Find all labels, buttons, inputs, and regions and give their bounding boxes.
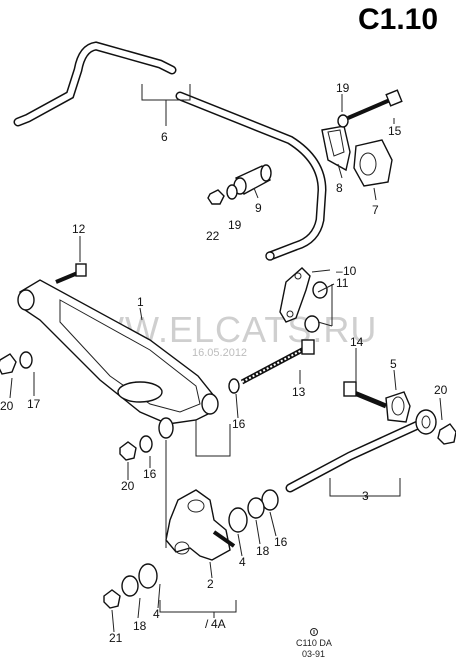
label-5[interactable]: 5 <box>390 357 397 371</box>
label-2[interactable]: 2 <box>207 577 214 591</box>
bolt-13 <box>240 339 315 385</box>
label-20-left[interactable]: 20 <box>0 399 14 413</box>
nut-20-middle <box>119 441 137 461</box>
label-10-dash: – <box>336 264 343 278</box>
label-22[interactable]: 22 <box>206 229 220 243</box>
washer-19-lower <box>226 184 238 200</box>
label-12[interactable]: 12 <box>72 222 86 236</box>
label-20-middle[interactable]: 20 <box>121 479 135 493</box>
knuckle-2 <box>165 489 236 561</box>
washer-16-middle <box>139 435 153 453</box>
watermark-date: 16.05.2012 <box>192 347 247 359</box>
bush-4-lower <box>138 563 158 589</box>
washer-18-tie-rod <box>247 497 265 519</box>
label-4-a[interactable]: 4 <box>239 555 246 569</box>
bush-7 <box>353 139 393 187</box>
bracket-8 <box>321 125 351 172</box>
stabilizer-bar <box>13 41 327 261</box>
label-20-right[interactable]: 20 <box>434 383 448 397</box>
label-1[interactable]: 1 <box>137 295 144 309</box>
label-4-b[interactable]: 4 <box>153 607 160 621</box>
label-16-a[interactable]: 16 <box>232 417 246 431</box>
footer-date: 03-91 <box>302 649 325 659</box>
nut-22 <box>207 189 225 205</box>
label-4A[interactable]: 4A <box>211 617 226 631</box>
footer: C110 DA 03-91 <box>296 628 332 659</box>
nut-20-left <box>0 353 17 375</box>
label-15[interactable]: 15 <box>388 124 402 138</box>
label-13[interactable]: 13 <box>292 385 306 399</box>
leader-lines <box>9 84 443 633</box>
label-11[interactable]: 11 <box>336 276 349 290</box>
label-18-a[interactable]: 18 <box>256 544 270 558</box>
bolt-15 <box>347 89 403 120</box>
label-17[interactable]: 17 <box>27 397 41 411</box>
label-21[interactable]: 21 <box>109 631 123 645</box>
label-8[interactable]: 8 <box>336 181 343 195</box>
lower-arm-1 <box>17 279 219 439</box>
nut-20-right <box>437 423 456 445</box>
footer-ref: C110 DA <box>296 638 332 648</box>
label-3[interactable]: 3 <box>362 489 369 503</box>
bush-5 <box>385 391 411 423</box>
label-6[interactable]: 6 <box>161 130 168 144</box>
label-16-b[interactable]: 16 <box>143 467 157 481</box>
washer-17 <box>19 351 33 369</box>
washer-19 <box>337 114 349 128</box>
bolt-14 <box>343 381 387 409</box>
bush-11-upper <box>312 281 328 299</box>
label-4A-prefix: / <box>205 617 209 631</box>
tie-rod-3 <box>285 409 437 493</box>
stabilizer-link-10 <box>279 267 311 323</box>
label-10[interactable]: 10 <box>343 264 357 278</box>
label-14[interactable]: 14 <box>350 335 364 349</box>
washer-16 <box>228 378 240 394</box>
label-16-c[interactable]: 16 <box>274 535 288 549</box>
label-7[interactable]: 7 <box>372 203 379 217</box>
label-9[interactable]: 9 <box>255 201 262 215</box>
bush-4-upper <box>228 507 248 533</box>
diagram-code: C1.10 <box>358 3 438 36</box>
label-19[interactable]: 19 <box>228 218 242 232</box>
bush-11-lower <box>304 315 320 333</box>
label-19-top[interactable]: 19 <box>336 81 350 95</box>
bush-9 <box>233 164 272 195</box>
bolt-12 <box>55 263 87 284</box>
washer-16-tie-rod <box>261 489 279 511</box>
label-18-b[interactable]: 18 <box>133 619 147 633</box>
washer-18-lower <box>121 575 139 597</box>
nut-21 <box>103 589 121 609</box>
